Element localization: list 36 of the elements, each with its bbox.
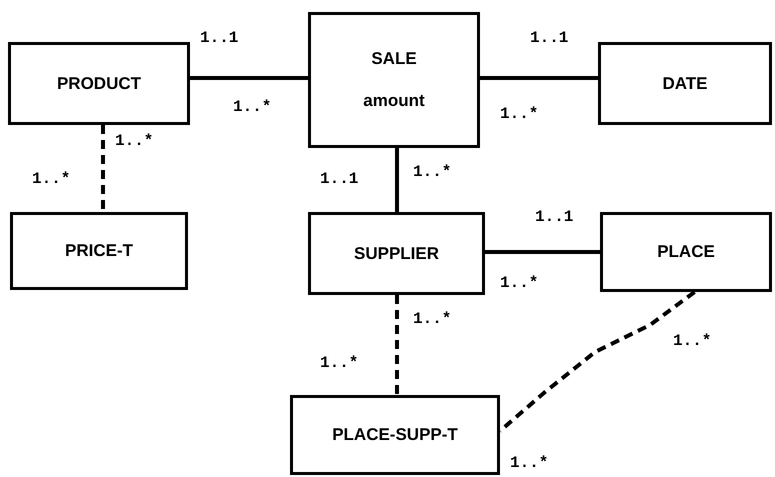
entity-name: PLACE-SUPP-T (332, 425, 458, 445)
multiplicity-label: 1..1 (535, 209, 574, 225)
entity-name: PRODUCT (56, 74, 142, 94)
entity-name: DATE (662, 74, 708, 94)
dashed-connector (101, 125, 105, 212)
multiplicity-label: 1..* (413, 164, 452, 180)
multiplicity-label: 1..* (320, 355, 358, 371)
multiplicity-label: 1..* (233, 99, 272, 115)
connector (190, 76, 308, 80)
dashed-connector (498, 290, 696, 433)
entity-box (308, 12, 480, 148)
multiplicity-label: 1..1 (320, 171, 358, 187)
multiplicity-label: 1..* (500, 275, 538, 291)
multiplicity-label: 1..* (32, 171, 70, 187)
entity-box (8, 42, 190, 125)
entity-box (10, 212, 188, 290)
multiplicity-label: 1..* (413, 311, 452, 327)
multiplicity-label: 1..* (500, 106, 538, 122)
connector (480, 76, 598, 80)
multiplicity-label: 1..1 (530, 30, 568, 46)
entity-box (598, 42, 772, 125)
connector (485, 250, 600, 254)
entity-box (308, 212, 485, 295)
entity-name: SALE (371, 49, 417, 69)
connector (395, 148, 399, 212)
dashed-connector (395, 295, 399, 395)
entity-name: SUPPLIER (354, 244, 440, 264)
entity-name: PLACE (657, 242, 715, 262)
entity-box (290, 395, 500, 475)
multiplicity-label: 1..1 (200, 30, 238, 46)
multiplicity-label: 1..* (115, 133, 154, 149)
multiplicity-label: 1..* (510, 455, 548, 471)
attribute-name: amount (363, 91, 425, 111)
multiplicity-label: 1..* (673, 333, 712, 349)
entity-name: PRICE-T (65, 241, 133, 261)
entity-box (600, 212, 772, 292)
